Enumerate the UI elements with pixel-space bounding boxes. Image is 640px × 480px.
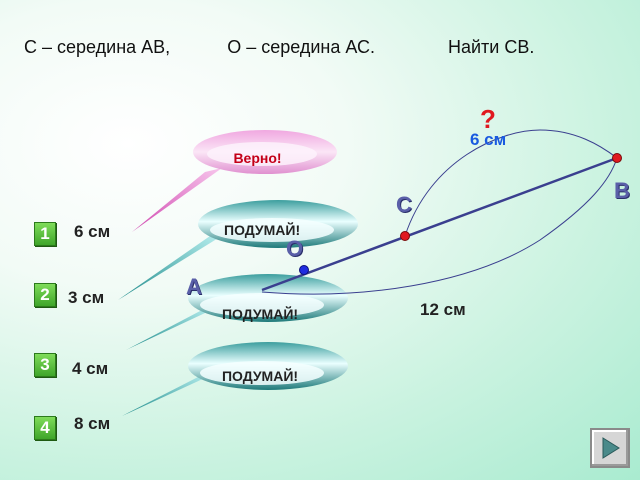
arc-cb [404,129,618,237]
task-part-3: Найти СВ. [447,37,535,57]
answer-4-text[interactable]: 8 см [74,414,111,433]
question-mark: ? [480,104,496,134]
answer-3-text[interactable]: 4 см [72,359,109,378]
bubble-think-2-text: ПОДУМАЙ! [221,306,299,322]
bubble-think-1 [118,200,358,300]
task-part-1: С – середина АВ, [24,37,171,57]
next-slide-button[interactable] [590,428,630,468]
bubble-think-2 [126,274,348,350]
answer-3-button[interactable]: 3 [34,353,56,377]
task-text: С – середина АВ, О – середина АС. Найти … [24,36,624,59]
point-b [612,153,622,163]
ab-length-label: 12 см [420,300,466,319]
answer-4-button[interactable]: 4 [34,416,56,440]
label-a: А [186,274,202,299]
bubble-correct-text: Верно! [233,150,282,166]
answer-2-button[interactable]: 2 [34,283,56,307]
label-c: С [396,192,412,217]
point-o [299,265,309,275]
bubble-think-3-text: ПОДУМАЙ! [221,368,299,384]
bubble-think-1-text: ПОДУМАЙ! [224,222,301,238]
point-c [400,231,410,241]
next-slide-icon [602,437,620,459]
bubble-think-3 [122,342,348,416]
label-o: О [286,236,304,261]
answer-1-button[interactable]: 1 [34,222,56,246]
answer-1-text[interactable]: 6 см [74,222,111,241]
answer-2-text[interactable]: 3 см [68,288,105,307]
task-part-2: О – середина АС. [227,37,375,57]
bubble-correct [132,130,337,232]
cb-length-label: 6 см [470,130,507,149]
segment-ab [261,156,618,292]
label-b: В [614,178,630,203]
arc-ab [261,157,618,295]
